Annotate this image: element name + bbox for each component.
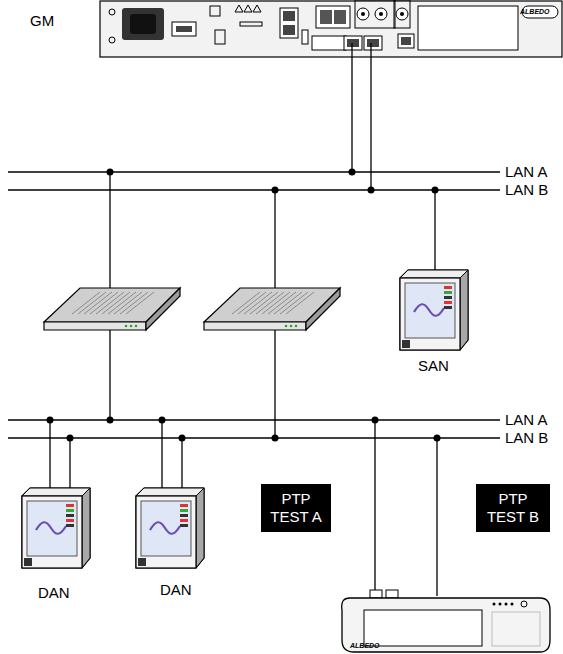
dan-relay	[136, 488, 204, 568]
test-port-box: PTP TEST B	[476, 484, 550, 532]
device-label: SAN	[418, 357, 449, 374]
lan-label: LAN A	[505, 163, 548, 180]
test-port-box: PTP TEST A	[261, 484, 331, 532]
lan-label: LAN B	[505, 181, 548, 198]
lan-label: LAN A	[505, 411, 548, 428]
san-relay	[400, 270, 468, 350]
dan-relay	[22, 488, 90, 568]
device-label: DAN	[38, 584, 70, 601]
device-label: GM	[30, 12, 54, 29]
box-text: PTP TEST A	[267, 490, 325, 526]
lan-lines	[8, 43, 500, 596]
grandmaster-device	[100, 0, 562, 57]
device-label: DAN	[160, 581, 192, 598]
ptp-tester	[342, 590, 550, 652]
box-text: PTP TEST B	[482, 490, 544, 526]
switch-device	[44, 288, 180, 330]
switch-device	[204, 288, 340, 330]
lan-label: LAN B	[505, 429, 548, 446]
brand-mark: ALBEDO	[350, 642, 380, 650]
brand-mark: ALBEDO	[520, 8, 550, 16]
